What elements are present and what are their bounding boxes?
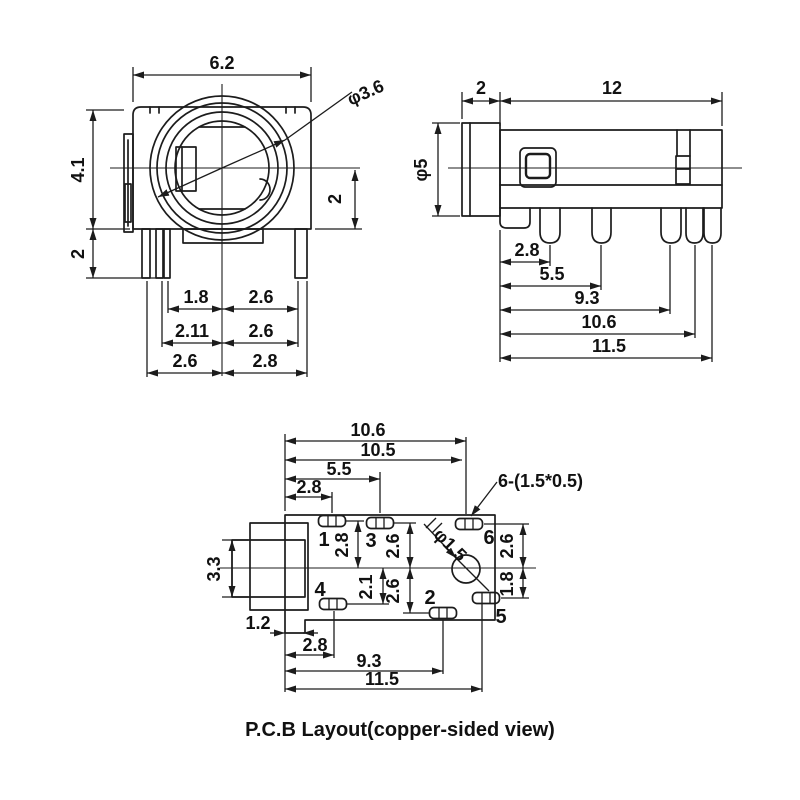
dia-leader-ext: [284, 91, 353, 141]
left-tab: [123, 133, 134, 233]
side-view: 2 12 φ5 2.8 5.5 9.3 10.6 11.5: [411, 78, 742, 362]
left-tab-detail: [124, 183, 132, 223]
pad-callout: 6-(1.5*0.5): [498, 471, 583, 491]
slot-contact: [675, 155, 691, 185]
pin: [155, 228, 164, 279]
dim-top-2: 10.5: [360, 440, 395, 460]
dim-hole-dia: φ3.6: [344, 76, 387, 110]
dim-top-1: 10.6: [350, 420, 385, 440]
pad: [471, 591, 501, 605]
pad-5: [471, 591, 501, 605]
pad-label-3: 3: [365, 530, 376, 552]
dim-pad4-offset: 2.1: [356, 574, 376, 599]
side-pin: [591, 207, 612, 244]
dim-bottom-4: 11.5: [365, 669, 399, 689]
hatch-mark: [425, 517, 437, 529]
side-pin: [539, 207, 561, 244]
pcb-layout-view: 1 3 6 4 2 5 φ1.5 6-(1.5*0.5) 10.6 10.5 5…: [204, 420, 583, 693]
hole-leader: [423, 523, 457, 559]
dim-row2-right: 2.6: [248, 321, 273, 341]
dim-pin-spacing-2: 5.5: [539, 264, 564, 284]
dim-body-length: 12: [602, 78, 622, 98]
dim-barrel-height: 3.3: [204, 556, 224, 581]
dim-pin-length: 2: [68, 249, 88, 259]
dim-top-4: 2.8: [296, 477, 321, 497]
caption: P.C.B Layout(copper-sided view): [245, 719, 555, 741]
dim-pad5-offset: 1.8: [497, 571, 517, 596]
dim-body-height: 4.1: [68, 157, 88, 182]
pad-label-1: 1: [318, 529, 329, 551]
contact-tab: [175, 146, 197, 192]
pad: [454, 517, 484, 531]
dim-bottom-1: 1.2: [245, 613, 270, 633]
dim-flange-dia: φ5: [411, 159, 431, 182]
hatch-mark: [431, 522, 443, 534]
hole-leader: [455, 557, 490, 592]
dim-hole-dia: φ1.5: [430, 524, 471, 565]
dim-pad3-offset: 2.6: [383, 533, 403, 558]
pin: [163, 228, 171, 279]
dim-pin-spacing-1: 2.8: [514, 240, 539, 260]
dim-row1-right: 2.6: [248, 287, 273, 307]
side-pin: [685, 207, 704, 244]
dim-pad6-offset: 2.6: [497, 533, 517, 558]
dim-center-offset: 2: [325, 194, 345, 204]
dim-row3-right: 2.8: [252, 351, 277, 371]
dim-pin-spacing-4: 10.6: [581, 312, 616, 332]
contact-bump: [259, 178, 271, 201]
switch-contact: [524, 152, 552, 180]
dia-leader: [157, 167, 223, 198]
pad-label-6: 6: [483, 527, 494, 549]
pad: [428, 606, 458, 620]
pad-4: [318, 597, 348, 611]
side-pin: [703, 207, 722, 244]
pcb-outline: [284, 514, 496, 634]
pad-3: [365, 516, 395, 530]
dim-top-3: 5.5: [326, 459, 351, 479]
pad-6: [454, 517, 484, 531]
pad-label-2: 2: [424, 587, 435, 609]
dim-pad1-offset: 2.8: [332, 532, 352, 557]
dim-pin-spacing-3: 9.3: [574, 288, 599, 308]
pad-label-5: 5: [495, 606, 506, 628]
dim-width: 6.2: [209, 53, 234, 73]
pad-2: [428, 606, 458, 620]
dim-pad2-offset: 2.6: [383, 578, 403, 603]
pad-1: [317, 514, 347, 528]
bottom-tab: [182, 228, 264, 244]
dim-bottom-2: 2.8: [302, 635, 327, 655]
dim-row2-left: 2.11: [175, 321, 209, 341]
pin: [141, 228, 151, 279]
dim-bottom-3: 9.3: [356, 651, 381, 671]
dim-pin-spacing-5: 11.5: [592, 336, 626, 356]
pad: [318, 597, 348, 611]
flange: [461, 122, 501, 217]
front-view: φ3.6 6.2 4.1 2 2 1.8 2.6 2.11 2.6: [68, 53, 387, 377]
side-pin: [660, 207, 682, 244]
pad: [365, 516, 395, 530]
dim-row1-left: 1.8: [183, 287, 208, 307]
dim-row3-left: 2.6: [172, 351, 197, 371]
callout-leader: [470, 481, 498, 517]
mount-bracket: [499, 207, 531, 229]
pad: [317, 514, 347, 528]
barrel-projection-outer: [249, 522, 309, 611]
pad-label-4: 4: [314, 579, 326, 601]
pin: [294, 228, 308, 279]
dim-flange-width: 2: [476, 78, 486, 98]
locating-hole: [451, 554, 481, 584]
dia-leader: [221, 139, 286, 169]
